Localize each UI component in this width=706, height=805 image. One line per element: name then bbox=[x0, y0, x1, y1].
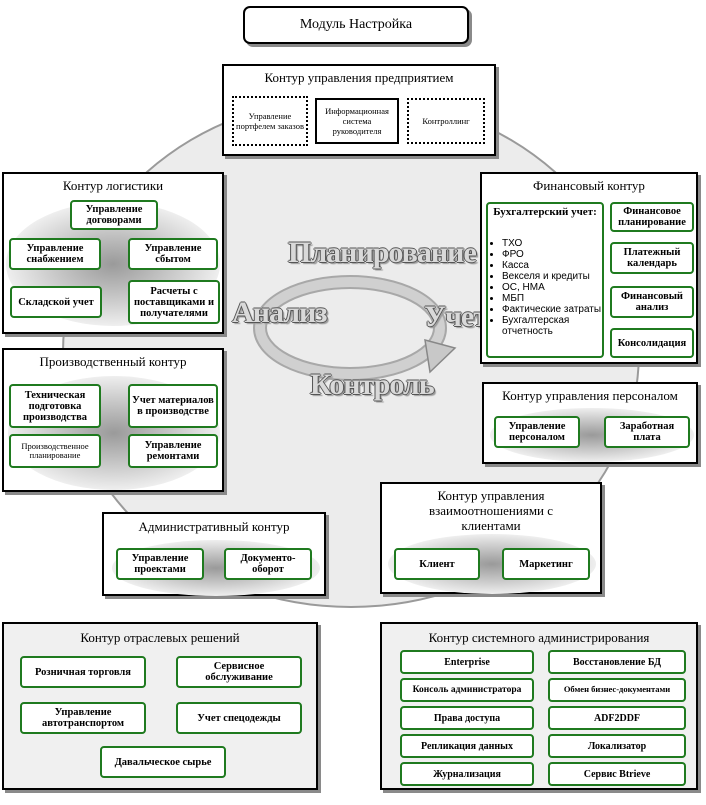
module-title: Модуль Настройка bbox=[299, 17, 413, 32]
personnel-mgmt-box[interactable]: Управление персоналом bbox=[494, 416, 580, 448]
accounting-item: ТХО bbox=[502, 238, 610, 249]
db-restore-box[interactable]: Восстановление БД bbox=[548, 650, 686, 674]
clients-panel: Контур управления взаимоотношениями с кл… bbox=[380, 482, 602, 594]
controlling-box[interactable]: Контроллинг bbox=[407, 98, 485, 144]
accounting-box[interactable]: Бухгалтерский учет: ТХО ФРО Касса Вексел… bbox=[486, 202, 604, 358]
admin-panel: Административный контур Управление проек… bbox=[102, 512, 326, 596]
accounting-item: Векселя и кредиты bbox=[502, 271, 610, 282]
tech-prep-box[interactable]: Техническая подготовка производства bbox=[9, 384, 101, 428]
replication-box[interactable]: Репликация данных bbox=[400, 734, 534, 758]
contracts-box[interactable]: Управление договорами bbox=[70, 200, 158, 230]
accounting-item: ОС, НМА bbox=[502, 282, 610, 293]
finance-panel: Финансовый контур Бухгалтерский учет: ТХ… bbox=[480, 172, 698, 364]
btrieve-box[interactable]: Сервис Btrieve bbox=[548, 762, 686, 786]
fin-planning-box[interactable]: Финансовое планирование bbox=[610, 202, 694, 232]
fin-analysis-box[interactable]: Финансовый анализ bbox=[610, 286, 694, 318]
personnel-title: Контур управления персоналом bbox=[502, 388, 678, 403]
materials-box[interactable]: Учет материалов в производстве bbox=[128, 384, 218, 428]
personnel-panel: Контур управления персоналом Управление … bbox=[482, 382, 698, 464]
settlements-box[interactable]: Расчеты с поставщиками и получателями bbox=[128, 280, 220, 324]
module-title-box: Модуль Настройка bbox=[243, 6, 469, 44]
sysadmin-panel: Контур системного администрирования Ente… bbox=[380, 622, 698, 790]
workwear-box[interactable]: Учет спецодежды bbox=[176, 702, 302, 734]
repairs-box[interactable]: Управление ремонтами bbox=[128, 434, 218, 468]
admin-title: Административный контур bbox=[138, 519, 290, 534]
accounting-item: Касса bbox=[502, 260, 610, 271]
accounting-list: ТХО ФРО Касса Векселя и кредиты ОС, НМА … bbox=[490, 238, 610, 337]
salary-box[interactable]: Заработная плата bbox=[604, 416, 690, 448]
warehouse-box[interactable]: Складской учет bbox=[10, 286, 102, 318]
industry-title: Контур отраслевых решений bbox=[80, 630, 240, 645]
sysadmin-title: Контур системного администрирования bbox=[428, 630, 650, 645]
production-panel: Производственный контур Техническая подг… bbox=[2, 348, 224, 492]
docflow-box[interactable]: Документо-оборот bbox=[224, 548, 312, 580]
analysis-word: Анализ bbox=[232, 296, 327, 329]
enterprise-panel: Контур управления предприятием Управлени… bbox=[222, 64, 496, 156]
doc-exchange-box[interactable]: Обмен бизнес-документами bbox=[548, 678, 686, 702]
journaling-box[interactable]: Журнализация bbox=[400, 762, 534, 786]
planning-word: Планирование bbox=[288, 236, 477, 269]
consolidation-box[interactable]: Консолидация bbox=[610, 328, 694, 358]
adf2ddf-box[interactable]: ADF2DDF bbox=[548, 706, 686, 730]
control-word: Контроль bbox=[310, 368, 435, 401]
clients-title: Контур управления взаимоотношениями с кл… bbox=[428, 488, 554, 533]
accounting-title: Бухгалтерский учет: bbox=[493, 206, 597, 218]
admin-console-box[interactable]: Консоль администратора bbox=[400, 678, 534, 702]
cycle-arrow bbox=[253, 275, 457, 381]
logistics-panel: Контур логистики Управление договорами У… bbox=[2, 172, 224, 334]
logistics-title: Контур логистики bbox=[62, 178, 164, 193]
localizer-box[interactable]: Локализатор bbox=[548, 734, 686, 758]
access-rights-box[interactable]: Права доступа bbox=[400, 706, 534, 730]
supply-box[interactable]: Управление снабжением bbox=[9, 238, 101, 270]
client-box[interactable]: Клиент bbox=[394, 548, 480, 580]
order-portfolio-box[interactable]: Управление портфелем заказов bbox=[232, 96, 308, 146]
executive-info-box[interactable]: Информационная система руководителя bbox=[315, 98, 399, 144]
industry-panel: Контур отраслевых решений Розничная торг… bbox=[2, 622, 318, 790]
enterprise-box[interactable]: Enterprise bbox=[400, 650, 534, 674]
transport-box[interactable]: Управление автотранспортом bbox=[20, 702, 146, 734]
projects-box[interactable]: Управление проектами bbox=[116, 548, 204, 580]
tolling-box[interactable]: Давальческое сырье bbox=[100, 746, 226, 778]
payment-calendar-box[interactable]: Платежный календарь bbox=[610, 242, 694, 274]
accounting-item: Бухгалтерская отчетность bbox=[502, 315, 610, 337]
finance-title: Финансовый контур bbox=[533, 178, 645, 193]
accounting-item: ФРО bbox=[502, 249, 610, 260]
retail-box[interactable]: Розничная торговля bbox=[20, 656, 146, 688]
prod-planning-box[interactable]: Производственное планирование bbox=[9, 434, 101, 468]
enterprise-title: Контур управления предприятием bbox=[264, 70, 454, 85]
accounting-word: Учет bbox=[424, 300, 488, 333]
service-box[interactable]: Сервисное обслуживание bbox=[176, 656, 302, 688]
production-title: Производственный контур bbox=[39, 354, 187, 369]
accounting-item: МБП bbox=[502, 293, 610, 304]
marketing-box[interactable]: Маркетинг bbox=[502, 548, 590, 580]
accounting-item: Фактические затраты bbox=[502, 304, 610, 315]
sales-box[interactable]: Управление сбытом bbox=[128, 238, 218, 270]
